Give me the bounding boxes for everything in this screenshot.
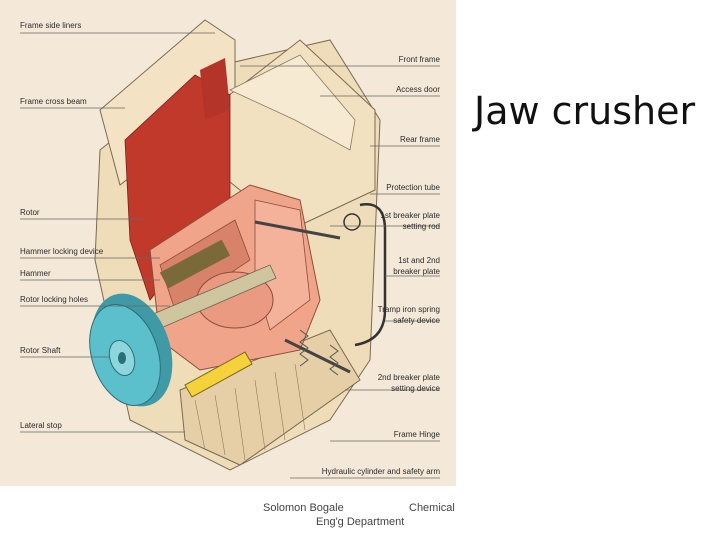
label-frame-cross-beam: Frame cross beam (20, 97, 87, 106)
label-1st-breaker-plate: 1st breaker plate (380, 211, 440, 220)
rear-frame-panel (229, 54, 356, 151)
label-hammer: Hammer (20, 269, 51, 278)
label-setting-device: setting device (391, 384, 440, 393)
label-rotor: Rotor (20, 208, 40, 217)
base-ribs (194, 363, 306, 461)
label-protection-tube: Protection tube (386, 183, 440, 192)
label-access-door: Access door (396, 85, 440, 94)
label-rotor-shaft: Rotor Shaft (20, 346, 61, 355)
crusher-diagram: Frame side liners Frame cross beam Rotor… (0, 0, 456, 486)
label-lateral-stop: Lateral stop (20, 421, 62, 430)
label-front-frame: Front frame (399, 55, 441, 64)
label-1st-and-2nd: 1st and 2nd (398, 256, 440, 265)
label-rear-frame: Rear frame (400, 135, 441, 144)
label-breaker-plate: breaker plate (393, 267, 440, 276)
label-frame-hinge: Frame Hinge (394, 430, 441, 439)
leader-lines (20, 32, 440, 479)
footer-department: Chemical (409, 502, 455, 514)
label-hammer-locking-device: Hammer locking device (20, 247, 104, 256)
tramp-iron-spring (299, 329, 339, 376)
protection-tube (354, 203, 387, 347)
hydraulic-cylinder (184, 351, 253, 398)
footer-department-line2: Eng'g Department (316, 516, 405, 528)
label-2nd-breaker-plate: 2nd breaker plate (378, 373, 441, 382)
setting-rods (254, 220, 351, 374)
label-rotor-locking-holes: Rotor locking holes (20, 295, 88, 304)
slide-title: Jaw crusher (474, 89, 696, 134)
hammer-locking-device (159, 239, 231, 289)
label-hydraulic-cylinder: Hydraulic cylinder and safety arm (322, 467, 441, 476)
label-tramp-iron-spring: Tramp iron spring (378, 305, 440, 314)
label-frame-side-liners: Frame side liners (20, 21, 81, 30)
spring-loop (343, 213, 361, 231)
upper-liner (200, 58, 230, 120)
label-safety-device: safety device (393, 316, 440, 325)
footer-author: Solomon Bogale (263, 502, 344, 514)
label-setting-rod: setting rod (403, 222, 440, 231)
rotor-pulley (89, 293, 173, 407)
